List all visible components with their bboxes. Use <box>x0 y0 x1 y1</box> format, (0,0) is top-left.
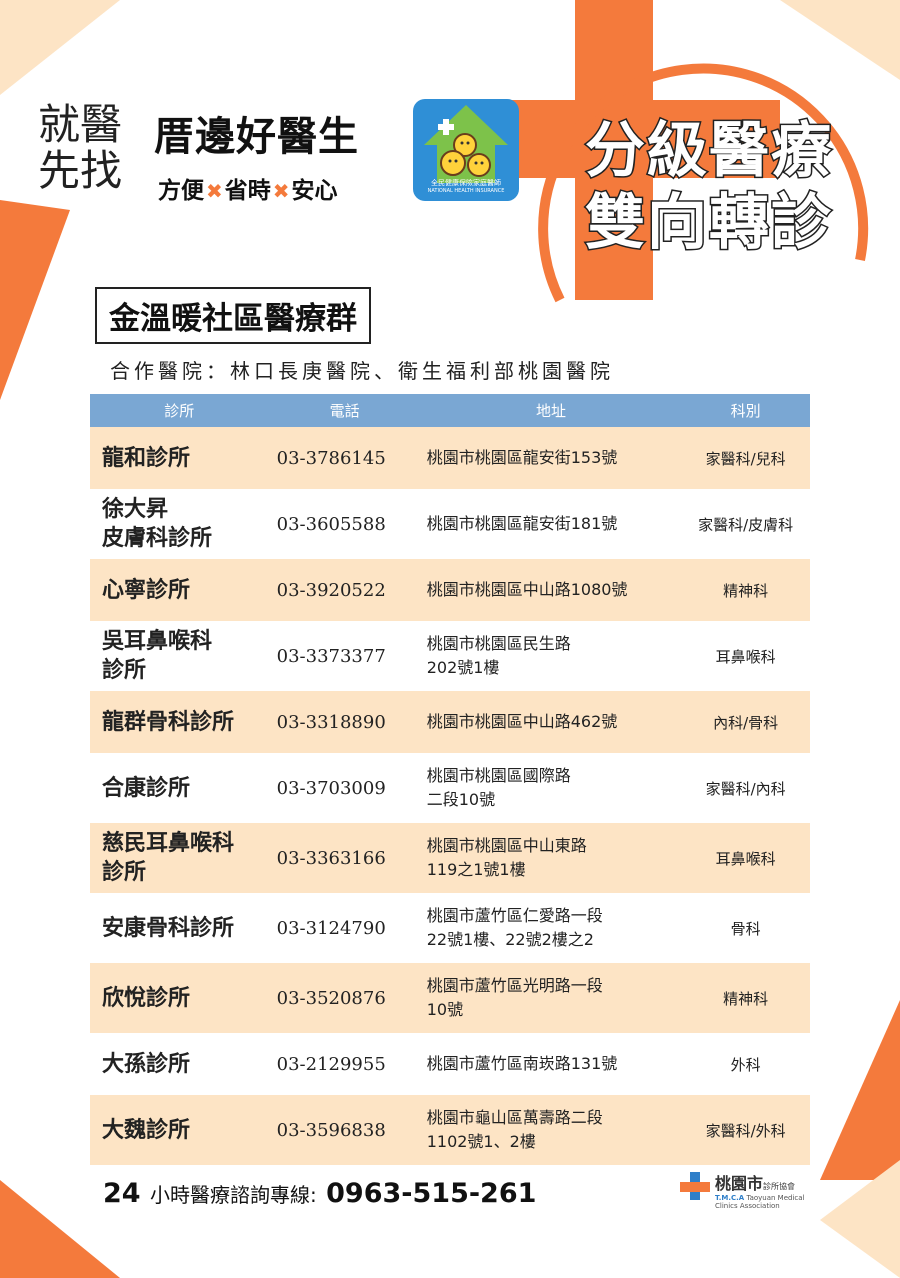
clinic-name: 吳耳鼻喉科 診所 <box>90 621 269 691</box>
clinic-dept: 家醫科/皮膚科 <box>681 489 810 559</box>
clinic-dept: 精神科 <box>681 963 810 1033</box>
clinic-name: 安康骨科診所 <box>90 893 269 963</box>
clinic-address: 桃園市桃園區民生路 202號1樓 <box>420 621 682 691</box>
header-clinic: 診所 <box>90 394 269 427</box>
clinic-phone: 03-3920522 <box>268 559 421 621</box>
clinic-phone: 03-3363166 <box>268 823 421 893</box>
group-title: 金溫暖社區醫療群 <box>95 287 371 344</box>
clinic-dept: 精神科 <box>681 559 810 621</box>
clinic-name: 合康診所 <box>90 753 269 823</box>
slogan-left-2: 先找 <box>38 146 123 195</box>
clinic-address: 桃園市桃園區龍安街181號 <box>420 489 682 559</box>
hotline: 24 小時醫療諮詢專線: 0963-515-261 <box>103 1178 536 1209</box>
clinic-dept: 家醫科/內科 <box>681 753 810 823</box>
promo-line-1: 分級醫療 <box>584 116 833 186</box>
clinic-dept: 家醫科/外科 <box>681 1095 810 1165</box>
clinic-phone: 03-3318890 <box>268 691 421 753</box>
cross-icon: ✖ <box>272 179 290 203</box>
clinic-phone: 03-3786145 <box>268 427 421 489</box>
clinic-name: 大孫診所 <box>90 1033 269 1095</box>
clinic-dept: 骨科 <box>681 893 810 963</box>
slogan-main: 厝邊好醫生 <box>154 114 359 160</box>
clinic-address: 桃園市蘆竹區仁愛路一段 22號1樓、22號2樓之2 <box>420 893 682 963</box>
clinic-name: 龍和診所 <box>90 427 269 489</box>
family-house-icon <box>424 105 508 183</box>
association-name: 桃園市 <box>715 1174 764 1193</box>
clinic-phone: 03-2129955 <box>268 1033 421 1095</box>
clinic-name: 心寧診所 <box>90 559 269 621</box>
association-english: Taoyuan Medical Clinics Association <box>715 1194 805 1210</box>
logo-text: 全民健康保險家庭醫師 <box>431 179 501 187</box>
clinic-address: 桃園市桃園區中山路462號 <box>420 691 682 753</box>
clinic-address: 桃園市蘆竹區南崁路131號 <box>420 1033 682 1095</box>
family-doctor-logo: 全民健康保險家庭醫師 NATIONAL HEALTH INSURANCE <box>413 99 519 201</box>
clinic-phone: 03-3605588 <box>268 489 421 559</box>
clinic-phone: 03-3373377 <box>268 621 421 691</box>
clinic-dept: 內科/骨科 <box>681 691 810 753</box>
cross-icon: ✖ <box>206 179 223 203</box>
benefits: 方便✖省時✖安心 <box>158 171 338 205</box>
clinic-name: 徐大昇 皮膚科診所 <box>90 489 269 559</box>
medical-cross-icon <box>680 1172 710 1200</box>
clinic-name: 欣悅診所 <box>90 963 269 1033</box>
association-acronym: T.M.C.A <box>715 1194 745 1202</box>
header-phone: 電話 <box>268 394 421 427</box>
clinic-dept: 耳鼻喉科 <box>681 621 810 691</box>
header-dept: 科別 <box>681 394 810 427</box>
association-suffix: 診所協會 <box>763 1182 796 1191</box>
clinic-phone: 03-3703009 <box>268 753 421 823</box>
clinic-name: 龍群骨科診所 <box>90 691 269 753</box>
promo-line-2: 雙向轉診 <box>584 188 833 258</box>
clinic-phone: 03-3124790 <box>268 893 421 963</box>
clinic-dept: 家醫科/兒科 <box>681 427 810 489</box>
partner-hospitals: 合作醫院：林口長庚醫院、衛生福利部桃園醫院 <box>110 359 614 383</box>
clinic-phone: 03-3596838 <box>268 1095 421 1165</box>
clinic-address: 桃園市桃園區中山路1080號 <box>420 559 682 621</box>
header-address: 地址 <box>420 394 682 427</box>
clinic-address: 桃園市龜山區萬壽路二段 1102號1、2樓 <box>420 1095 682 1165</box>
clinic-address: 桃園市桃園區國際路 二段10號 <box>420 753 682 823</box>
benefit-time: 省時 <box>224 178 271 204</box>
slogan-left-1: 就醫 <box>38 100 123 149</box>
clinic-address: 桃園市桃園區中山東路 119之1號1樓 <box>420 823 682 893</box>
clinic-name: 慈民耳鼻喉科 診所 <box>90 823 269 893</box>
hotline-prefix: 24 <box>103 1178 141 1209</box>
association-logo: 桃園市診所協會 T.M.C.A Taoyuan Medical Clinics … <box>678 1170 818 1210</box>
clinic-phone: 03-3520876 <box>268 963 421 1033</box>
clinic-name: 大魏診所 <box>90 1095 269 1165</box>
clinic-address: 桃園市蘆竹區光明路一段 10號 <box>420 963 682 1033</box>
hotline-number: 0963-515-261 <box>326 1178 537 1209</box>
table-header-row: 診所 電話 地址 科別 <box>90 394 810 427</box>
clinic-dept: 外科 <box>681 1033 810 1095</box>
logo-text-en: NATIONAL HEALTH INSURANCE <box>427 188 505 194</box>
benefit-convenient: 方便 <box>158 178 204 204</box>
clinic-dept: 耳鼻喉科 <box>681 823 810 893</box>
benefit-peace: 安心 <box>291 178 338 204</box>
hotline-label: 小時醫療諮詢專線: <box>149 1183 317 1207</box>
clinic-address: 桃園市桃園區龍安街153號 <box>420 427 682 489</box>
